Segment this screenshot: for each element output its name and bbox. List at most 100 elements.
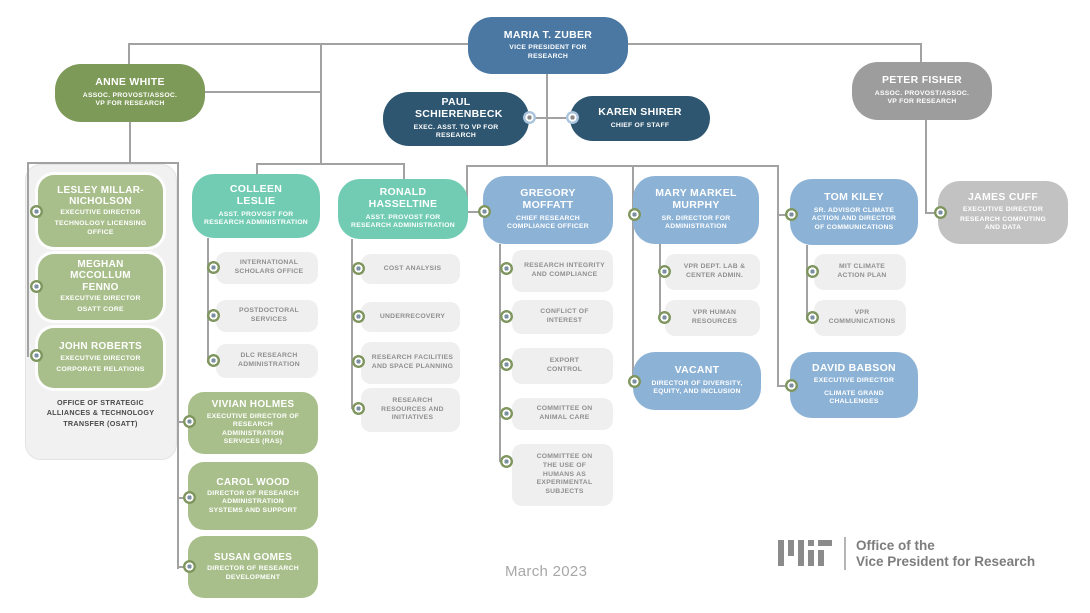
node-tom-kiley: TOM KILEY SR. ADVISOR CLIMATE ACTION AND… [790,179,918,245]
connector-line [659,244,661,320]
node-vacant-dei-director: VACANT DIRECTOR OF DIVERSITY, EQUITY, AN… [633,352,761,410]
connector-dot [352,402,365,415]
unit-label: VPR COMMUNICATIONS [828,309,896,325]
connector-line [925,212,937,214]
person-name: CAROL WOOD [216,476,290,488]
connector-line [256,163,405,165]
person-name: COLLEEN LESLIE [229,183,283,208]
person-name: PETER FISHER [881,74,963,87]
unit-label: POSTDOCTORAL SERVICES [239,307,299,323]
unit-label: CONFLICT OF INTEREST [540,308,589,324]
person-name: MARY MARKEL MURPHY [655,187,737,212]
connector-line [777,214,789,216]
person-org: OSATT CORE [77,306,124,314]
node-susan-gomes: SUSAN GOMES DIRECTOR OF RESEARCH DEVELOP… [188,536,318,598]
unit-research-integrity-and-compliance: RESEARCH INTEGRITY AND COMPLIANCE [512,250,613,292]
logo-divider [844,537,846,570]
connector-line [466,165,468,213]
connector-line [351,239,353,409]
connector-dot [523,111,536,124]
connector-line [27,162,179,164]
connector-line [403,163,405,179]
unit-research-facilities-and-space-planning: RESEARCH FACILITIES AND SPACE PLANNING [361,342,460,384]
node-meghan-mccollum-fenno: MEGHAN MCCOLLUM FENNO EXECUTVIE DIRECTOR… [38,254,163,320]
connector-dot [207,261,220,274]
connector-line [256,163,258,174]
mit-logo-bar [788,540,794,556]
person-name: MARIA T. ZUBER [503,28,593,41]
node-peter-fisher: PETER FISHER ASSOC. PROVOST/ASSOC. VP FO… [852,62,992,120]
person-title: SR. ADVISOR CLIMATE ACTION AND DIRECTOR … [811,206,897,231]
unit-research-resources-and-initiatives: RESEARCH RESOURCES AND INITIATIVES [361,388,460,432]
person-name: RONALD HASSELTINE [368,186,438,211]
person-org: TECHNOLOGY LICENSING OFFICE [54,220,147,236]
node-maria-t-zuber: MARIA T. ZUBER VICE PRESIDENT FOR RESEAR… [468,17,628,74]
person-org: CLIMATE GRAND CHALLENGES [824,389,884,406]
unit-label: COMMITTEE ON THE USE OF HUMANS AS EXPERI… [536,452,593,496]
node-colleen-leslie: COLLEEN LESLIE ASST. PROVOST FOR RESEARC… [192,174,320,238]
connector-dot [183,560,196,573]
unit-export-control: EXPORT CONTROL [512,348,613,384]
connector-line [632,165,634,383]
person-name: LESLEY MILLAR-NICHOLSON [57,184,144,207]
person-role: EXECUTIVE DIRECTOR [60,208,141,216]
chart-date: March 2023 [505,563,588,580]
connector-dot [628,208,641,221]
connector-dot [785,208,798,221]
connector-dot [500,262,513,275]
connector-dot [30,280,43,293]
connector-line [205,91,322,93]
person-name: VIVIAN HOLMES [211,399,295,411]
unit-label: COMMITTEE ON ANIMAL CARE [536,405,593,421]
connector-dot [207,354,220,367]
person-title: EXEC. ASST. TO VP FOR RESEARCH [413,123,499,140]
person-name: JAMES CUFF [967,191,1039,204]
person-role: EXECUTVIE DIRECTOR [60,294,141,302]
node-paul-schierenbeck: PAUL SCHIERENBECK EXEC. ASST. TO VP FOR … [383,92,529,146]
connector-dot [478,205,491,218]
connector-line [177,566,186,568]
person-title: SR. DIRECTOR FOR ADMINISTRATION [661,214,731,231]
connector-line [777,385,789,387]
connector-line [128,43,130,64]
person-role: EXECUTIVE DIRECTOR [962,206,1044,214]
connector-line [499,244,501,462]
person-title: ASSOC. PROVOST/ASSOC. VP FOR RESEARCH [82,91,178,108]
connector-line [920,43,922,62]
connector-dot [806,311,819,324]
unit-label: MIT CLIMATE ACTION PLAN [837,263,887,279]
person-name: GREGORY MOFFATT [520,187,576,212]
mit-logo-bar [818,540,832,546]
node-john-roberts: JOHN ROBERTS EXECUTVIE DIRECTOR CORPORAT… [38,328,163,388]
person-title: CHIEF RESEARCH COMPLIANCE OFFICER [507,214,589,231]
person-name: TOM KILEY [824,190,884,203]
unit-dlc-research-administration: DLC RESEARCH ADMINISTRATION [216,344,318,378]
person-title: ASST. PROVOST FOR RESEARCH ADMINISTRATIO… [204,210,308,227]
unit-vpr-dept-lab-center-admin: VPR DEPT. LAB & CENTER ADMIN. [665,254,760,290]
person-name: ANNE WHITE [95,76,165,89]
node-vivian-holmes: VIVIAN HOLMES EXECUTIVE DIRECTOR OF RESE… [188,392,318,454]
node-lesley-millar-nicholson: LESLEY MILLAR-NICHOLSON EXECUTIVE DIRECT… [38,175,163,247]
person-role: EXECUTIVE DIRECTOR [813,377,895,385]
unit-label: RESEARCH RESOURCES AND INITIATIVES [381,396,444,422]
connector-dot [352,262,365,275]
connector-dot [30,349,43,362]
mit-logo [778,540,834,566]
node-james-cuff: JAMES CUFF EXECUTIVE DIRECTOR RESEARCH C… [938,181,1068,244]
connector-dot [207,309,220,322]
connector-dot [183,415,196,428]
person-role: EXECUTVIE DIRECTOR [60,354,141,362]
mit-logo-bar [798,540,804,566]
connector-line [128,43,468,45]
connector-line [777,165,779,387]
unit-international-scholars-office: INTERNATIONAL SCHOLARS OFFICE [216,252,318,284]
unit-label: COST ANALYSIS [383,264,442,272]
connector-dot [500,407,513,420]
connector-dot [500,455,513,468]
person-title: CHIEF OF STAFF [610,121,670,129]
node-ronald-hasseltine: RONALD HASSELTINE ASST. PROVOST FOR RESE… [338,179,468,239]
person-title: DIRECTOR OF RESEARCH ADMINISTRATION SYST… [207,489,299,514]
unit-mit-climate-action-plan: MIT CLIMATE ACTION PLAN [814,254,906,290]
unit-vpr-communications: VPR COMMUNICATIONS [814,300,906,336]
connector-dot [658,311,671,324]
